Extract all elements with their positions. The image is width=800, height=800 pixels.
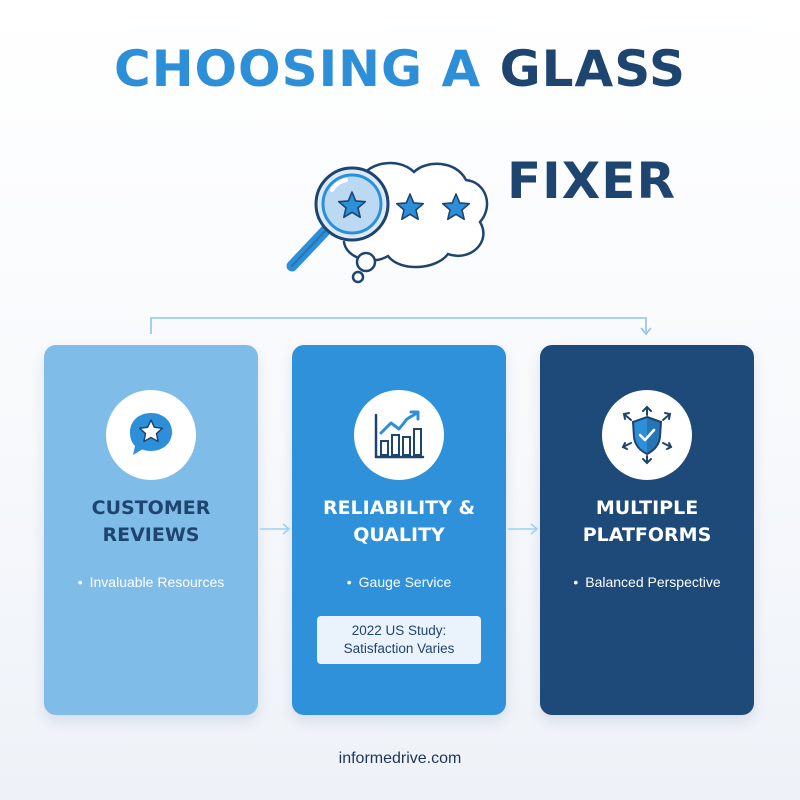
card-title: RELIABILITY & QUALITY (322, 497, 476, 546)
arrow-right-icon (260, 523, 291, 535)
card-reliability-quality: RELIABILITY & QUALITY Gauge Service 2022… (292, 345, 506, 715)
card-bullet: Invaluable Resources (44, 574, 258, 590)
card-title: MULTIPLE PLATFORMS (582, 497, 712, 546)
star-icon (337, 191, 367, 219)
bar-chart-trend-icon (374, 410, 425, 459)
title-line-2: FIXER (507, 152, 676, 210)
card-bullet: Gauge Service (292, 574, 506, 590)
card-multiple-platforms: MULTIPLE PLATFORMS Balanced Perspective (540, 345, 754, 715)
flow-connector-line (150, 317, 652, 336)
card-bullet: Balanced Perspective (540, 574, 754, 590)
title-line-1: CHOOSING A GLASS (0, 40, 800, 98)
card-title: CUSTOMER REVIEWS (91, 497, 211, 546)
speech-bubble-star-icon (130, 413, 172, 455)
star-icon (395, 193, 425, 221)
shield-arrows-icon (621, 405, 673, 465)
title-word-choosing-a: CHOOSING A (114, 40, 482, 98)
magnifier-stars-icon (286, 161, 489, 284)
icon-badge (354, 390, 444, 480)
arrow-right-icon (508, 523, 539, 535)
study-note-text: 2022 US Study: Satisfaction Varies (343, 623, 455, 656)
title-word-glass: GLASS (499, 40, 686, 98)
star-icon (441, 193, 471, 221)
card-customer-reviews: CUSTOMER REVIEWS Invaluable Resources (44, 345, 258, 715)
icon-badge (106, 390, 196, 480)
footer-source: informedrive.com (338, 750, 462, 767)
study-note: 2022 US Study: Satisfaction Varies (317, 616, 481, 664)
icon-badge (602, 390, 692, 480)
